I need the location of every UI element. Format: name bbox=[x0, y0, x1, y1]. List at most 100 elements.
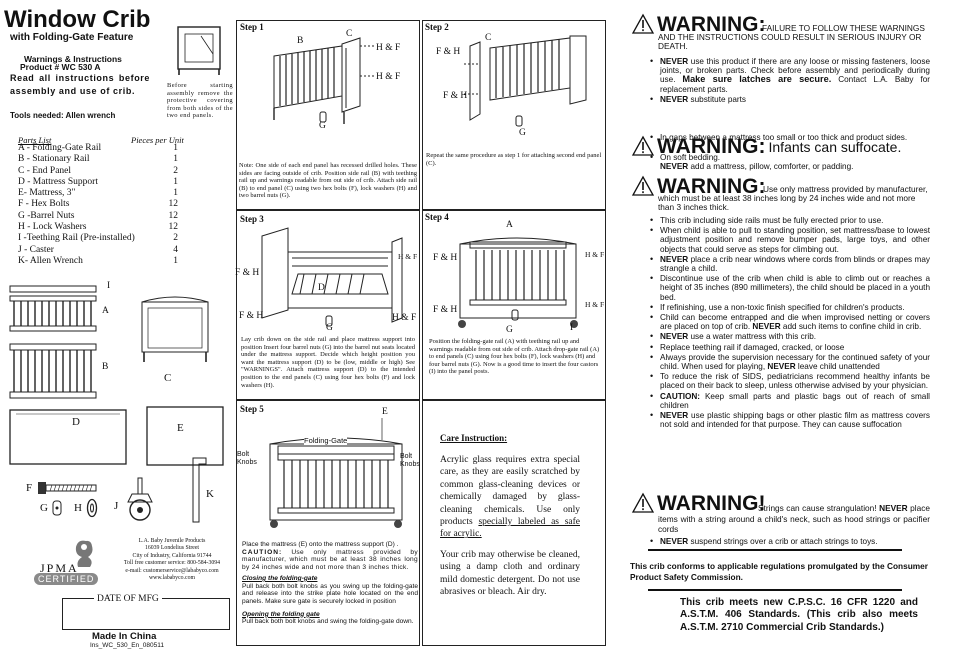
doc-code: Ins_WC_530_En_080511 bbox=[90, 642, 164, 649]
step2-label-fh2: F & H bbox=[443, 91, 468, 101]
part-letter-h: H bbox=[74, 502, 82, 514]
list-item: NEVER use plastic shipping bags or other… bbox=[648, 411, 930, 429]
warning-triangle-icon bbox=[631, 175, 655, 196]
step1-label: Step 1 bbox=[240, 22, 264, 32]
step2-label-g: G bbox=[519, 128, 526, 138]
part-letter-d: D bbox=[72, 416, 80, 428]
date-of-mfg-label: DATE OF MFG bbox=[94, 594, 162, 604]
step4-label: Step 4 bbox=[425, 212, 449, 222]
list-item: NEVER substitute parts bbox=[648, 95, 930, 104]
warning-1-heading: WARNING: bbox=[657, 13, 766, 36]
list-item: NEVER suspend strings over a crib or att… bbox=[648, 537, 930, 546]
list-item: When child is able to pull to standing p… bbox=[648, 226, 930, 254]
warning-1-list: NEVER use this product if there are any … bbox=[648, 57, 930, 105]
part-letter-a: A bbox=[102, 306, 109, 316]
warning-3-heading: WARNING: bbox=[657, 175, 766, 198]
list-item: NEVER place a crib near windows where co… bbox=[648, 255, 930, 273]
parts-col-qty: Pieces per Unit bbox=[131, 135, 184, 145]
list-item: In gaps between a mattress too small or … bbox=[648, 133, 930, 142]
list-item: E- Mattress, 3"1 bbox=[18, 188, 178, 199]
conformance-text: This crib conforms to applicable regulat… bbox=[630, 561, 928, 582]
product-number: Product # WC 530 A bbox=[20, 62, 101, 72]
before-starting-note: Before starting assembly remove the prot… bbox=[167, 82, 233, 120]
step1-label-b: B bbox=[297, 36, 304, 46]
step4-text: Position the folding-gate rail (A) with … bbox=[429, 338, 600, 376]
step5-label: Step 5 bbox=[240, 404, 264, 414]
rails-sketch bbox=[9, 285, 97, 399]
end-panel-sketch bbox=[177, 26, 221, 75]
list-item: NEVER use this product if there are any … bbox=[648, 57, 930, 94]
warning-2-list: In gaps between a mattress too small or … bbox=[648, 133, 930, 143]
step4-label-i: I bbox=[570, 323, 574, 333]
warning-triangle-icon bbox=[631, 492, 655, 513]
company-info: L.A. Baby Juvenile Products 16039 Londel… bbox=[123, 538, 221, 582]
jpma-logo bbox=[75, 540, 93, 567]
warning-2-sub: Infants can suffocate. bbox=[768, 139, 902, 155]
step5-panel bbox=[236, 400, 420, 646]
warning-4-heading: WARNING! bbox=[657, 492, 766, 515]
warning-4-sub: Strings can cause strangulation! NEVER p… bbox=[658, 503, 930, 535]
step4-panel bbox=[422, 210, 606, 400]
step3-panel bbox=[236, 210, 420, 400]
part-letter-f: F bbox=[26, 482, 33, 494]
step5-knob-left: Bolt Knobs bbox=[237, 451, 257, 466]
part-letter-c: C bbox=[164, 372, 172, 384]
step4-label-hf1: H & F bbox=[585, 250, 605, 259]
allen-wrench-icon bbox=[192, 457, 207, 523]
step4-label-hf2: H & F bbox=[585, 300, 605, 309]
step3-diagram bbox=[261, 227, 403, 327]
tools-needed: Tools needed: Allen wrench bbox=[10, 111, 116, 120]
step3-label-g: G bbox=[326, 323, 333, 333]
step5-diagram bbox=[269, 418, 403, 528]
step1-label-hf2: H & F bbox=[376, 72, 401, 82]
warnings-title: Warnings & Instructions bbox=[24, 54, 122, 64]
jpma-text: JPMA bbox=[40, 561, 79, 575]
mattress-sketch bbox=[146, 406, 224, 466]
step3-label-d: D bbox=[318, 283, 325, 293]
list-item: NEVER use a water mattress with this cri… bbox=[648, 332, 930, 341]
part-letter-j: J bbox=[114, 500, 119, 512]
list-item: Child can become entrapped and die when … bbox=[648, 313, 930, 331]
hex-bolt-icon bbox=[38, 482, 97, 494]
read-note: Read all instructions before assembly an… bbox=[10, 73, 150, 96]
step1-text: Note: One side of each end panel has rec… bbox=[239, 162, 417, 200]
step1-label-c: C bbox=[346, 29, 353, 39]
part-letter-b: B bbox=[102, 362, 109, 372]
warning-triangle-icon bbox=[631, 13, 655, 34]
warning-block-1: WARNING: bbox=[631, 13, 932, 36]
parts-list-header: Parts List Pieces per Unit bbox=[18, 135, 190, 145]
care-panel bbox=[422, 400, 606, 646]
step4-diagram bbox=[458, 237, 578, 328]
page-subtitle: with Folding-Gate Feature bbox=[10, 32, 134, 43]
list-item: Always provide the supervision necessary… bbox=[648, 353, 930, 371]
step3-text: Lay crib down on the side rail and place… bbox=[241, 336, 415, 389]
step1-panel bbox=[236, 20, 420, 210]
divider-1 bbox=[648, 549, 902, 551]
warning-1-sub: FAILURE TO FOLLOW THESE WARNINGS AND THE… bbox=[658, 23, 925, 52]
mattress-support-sketch bbox=[9, 409, 127, 465]
list-item: This crib including side rails must be f… bbox=[648, 216, 930, 225]
step3-label: Step 3 bbox=[240, 214, 264, 224]
list-item: Discontinue use of the crib when child i… bbox=[648, 274, 930, 302]
warning-2-list-b: On soft bedding.NEVER add a mattress, pi… bbox=[648, 153, 930, 172]
list-item: Replace teething rail if damaged, cracke… bbox=[648, 343, 930, 352]
warning-block-3: WARNING: bbox=[631, 175, 932, 198]
step5-text: Place the mattress (E) onto the mattress… bbox=[242, 541, 418, 626]
made-in: Made In China bbox=[92, 631, 157, 642]
step4-label-g: G bbox=[506, 325, 513, 335]
step3-label-fh1: F & H bbox=[235, 268, 260, 278]
jpma-certified: CERTIFIED bbox=[34, 573, 99, 585]
step5-label-e: E bbox=[382, 407, 388, 417]
step2-label: Step 2 bbox=[425, 22, 449, 32]
part-letter-i: I bbox=[107, 281, 111, 291]
barrel-nut-icon bbox=[52, 500, 62, 516]
warning-block-4: WARNING! bbox=[631, 492, 932, 515]
warning-triangle-icon bbox=[631, 135, 655, 156]
list-item: If refinishing, use a non-toxic finish s… bbox=[648, 303, 930, 312]
step3-label-hf1: H & F bbox=[398, 252, 418, 261]
